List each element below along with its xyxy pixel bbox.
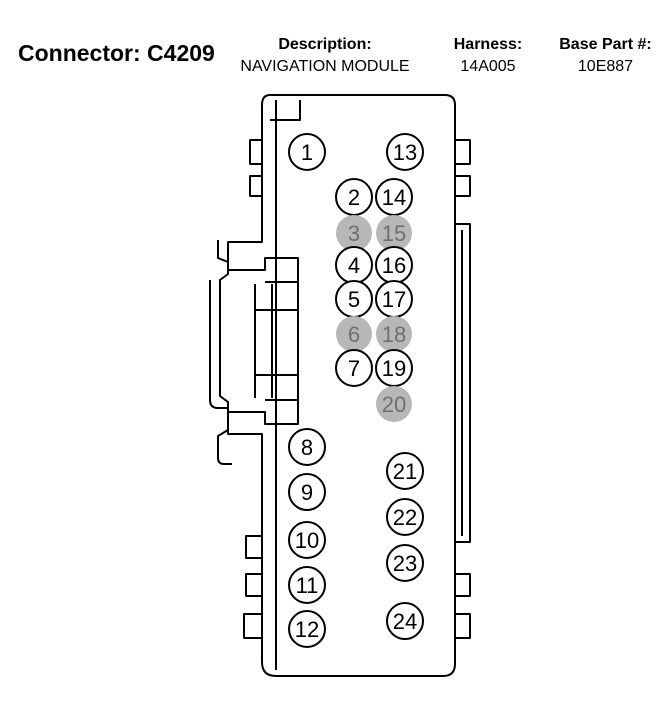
pin-19: 19 (375, 349, 413, 387)
harness-value: 14A005 (460, 58, 516, 75)
pin-12: 12 (288, 610, 326, 648)
latch-top (228, 257, 299, 283)
pin-circle (288, 521, 326, 559)
pin-circle (386, 452, 424, 490)
left-tab-3 (245, 535, 262, 559)
pin-4: 4 (335, 246, 373, 284)
pin-circle (386, 133, 424, 171)
pin-number: 23 (393, 551, 417, 576)
pin-circle (376, 215, 412, 251)
base-part-value: 10E887 (577, 58, 634, 75)
right-tab-1 (455, 139, 471, 165)
left-tab-2 (249, 175, 262, 197)
pin-circle (386, 602, 424, 640)
pin-number: 18 (382, 322, 406, 347)
pin-number: 7 (348, 356, 360, 381)
pin-14: 14 (375, 178, 413, 216)
harness-label: Harness: (453, 36, 523, 53)
pin-circle (288, 566, 326, 604)
pin-21: 21 (386, 452, 424, 490)
pin-number: 15 (382, 221, 406, 246)
pin-17: 17 (375, 280, 413, 318)
pin-number: 6 (348, 322, 360, 347)
pin-number: 1 (301, 140, 313, 165)
base-part-label: Base Part #: (559, 36, 652, 53)
pin-8: 8 (288, 428, 326, 466)
pin-11: 11 (288, 566, 326, 604)
pin-number: 13 (393, 140, 417, 165)
right-tab-2 (455, 175, 471, 197)
pin-number: 11 (296, 573, 319, 598)
latch-left-bar (209, 280, 228, 409)
connector-title: Connector: C4209 (18, 40, 215, 66)
pin-circle (288, 133, 326, 171)
pin-1: 1 (288, 133, 326, 171)
left-tab-4 (245, 573, 262, 597)
right-tab-5 (455, 613, 471, 639)
connector-housing (209, 94, 471, 677)
pin-circle (386, 544, 424, 582)
pin-number: 24 (393, 609, 417, 634)
housing-top-lip (270, 100, 301, 121)
left-tab-1 (249, 139, 262, 165)
pin-number: 19 (382, 356, 406, 381)
pin-5: 5 (335, 280, 373, 318)
pin-2: 2 (335, 178, 373, 216)
description-value: NAVIGATION MODULE (240, 58, 410, 75)
pin-22: 22 (386, 498, 424, 536)
pin-23: 23 (386, 544, 424, 582)
description-label: Description: (278, 36, 372, 53)
pin-number: 14 (382, 185, 406, 210)
left-tab-5 (243, 613, 262, 639)
right-tab-4 (455, 573, 471, 597)
latch-bottom (228, 399, 299, 425)
latch-body (254, 282, 299, 400)
pin-circle (336, 215, 372, 251)
pin-number: 20 (382, 392, 406, 417)
latch-cross (255, 309, 298, 376)
pin-number: 8 (301, 435, 313, 460)
pin-10: 10 (288, 521, 326, 559)
pin-number: 4 (348, 253, 360, 278)
pin-9: 9 (288, 473, 326, 511)
pin-16: 16 (375, 246, 413, 284)
pin-circle (288, 610, 326, 648)
pin-number: 17 (382, 287, 406, 312)
pin-number: 10 (295, 528, 319, 553)
pin-18: 18 (376, 316, 412, 352)
pin-number: 2 (348, 185, 360, 210)
pin-number: 21 (393, 459, 417, 484)
pin-number: 5 (348, 287, 360, 312)
pin-number: 16 (382, 253, 406, 278)
latch-hook-bottom (217, 429, 232, 465)
pin-number: 22 (393, 505, 417, 530)
pin-circle (288, 428, 326, 466)
pin-circle (376, 316, 412, 352)
pin-circle (335, 349, 373, 387)
pin-circle (336, 316, 372, 352)
pin-15: 15 (376, 215, 412, 251)
pin-circle (386, 498, 424, 536)
pin-circle (376, 386, 412, 422)
pin-number: 12 (295, 617, 319, 642)
pin-20: 20 (376, 386, 412, 422)
pin-number: 9 (301, 480, 313, 505)
pin-3: 3 (336, 215, 372, 251)
pin-13: 13 (386, 133, 424, 171)
pin-6: 6 (336, 316, 372, 352)
pin-circle (288, 473, 326, 511)
pin-24: 24 (386, 602, 424, 640)
housing-outline (219, 94, 456, 677)
pin-number: 3 (348, 221, 360, 246)
pin-7: 7 (335, 349, 373, 387)
latch-hook-top (217, 240, 229, 263)
